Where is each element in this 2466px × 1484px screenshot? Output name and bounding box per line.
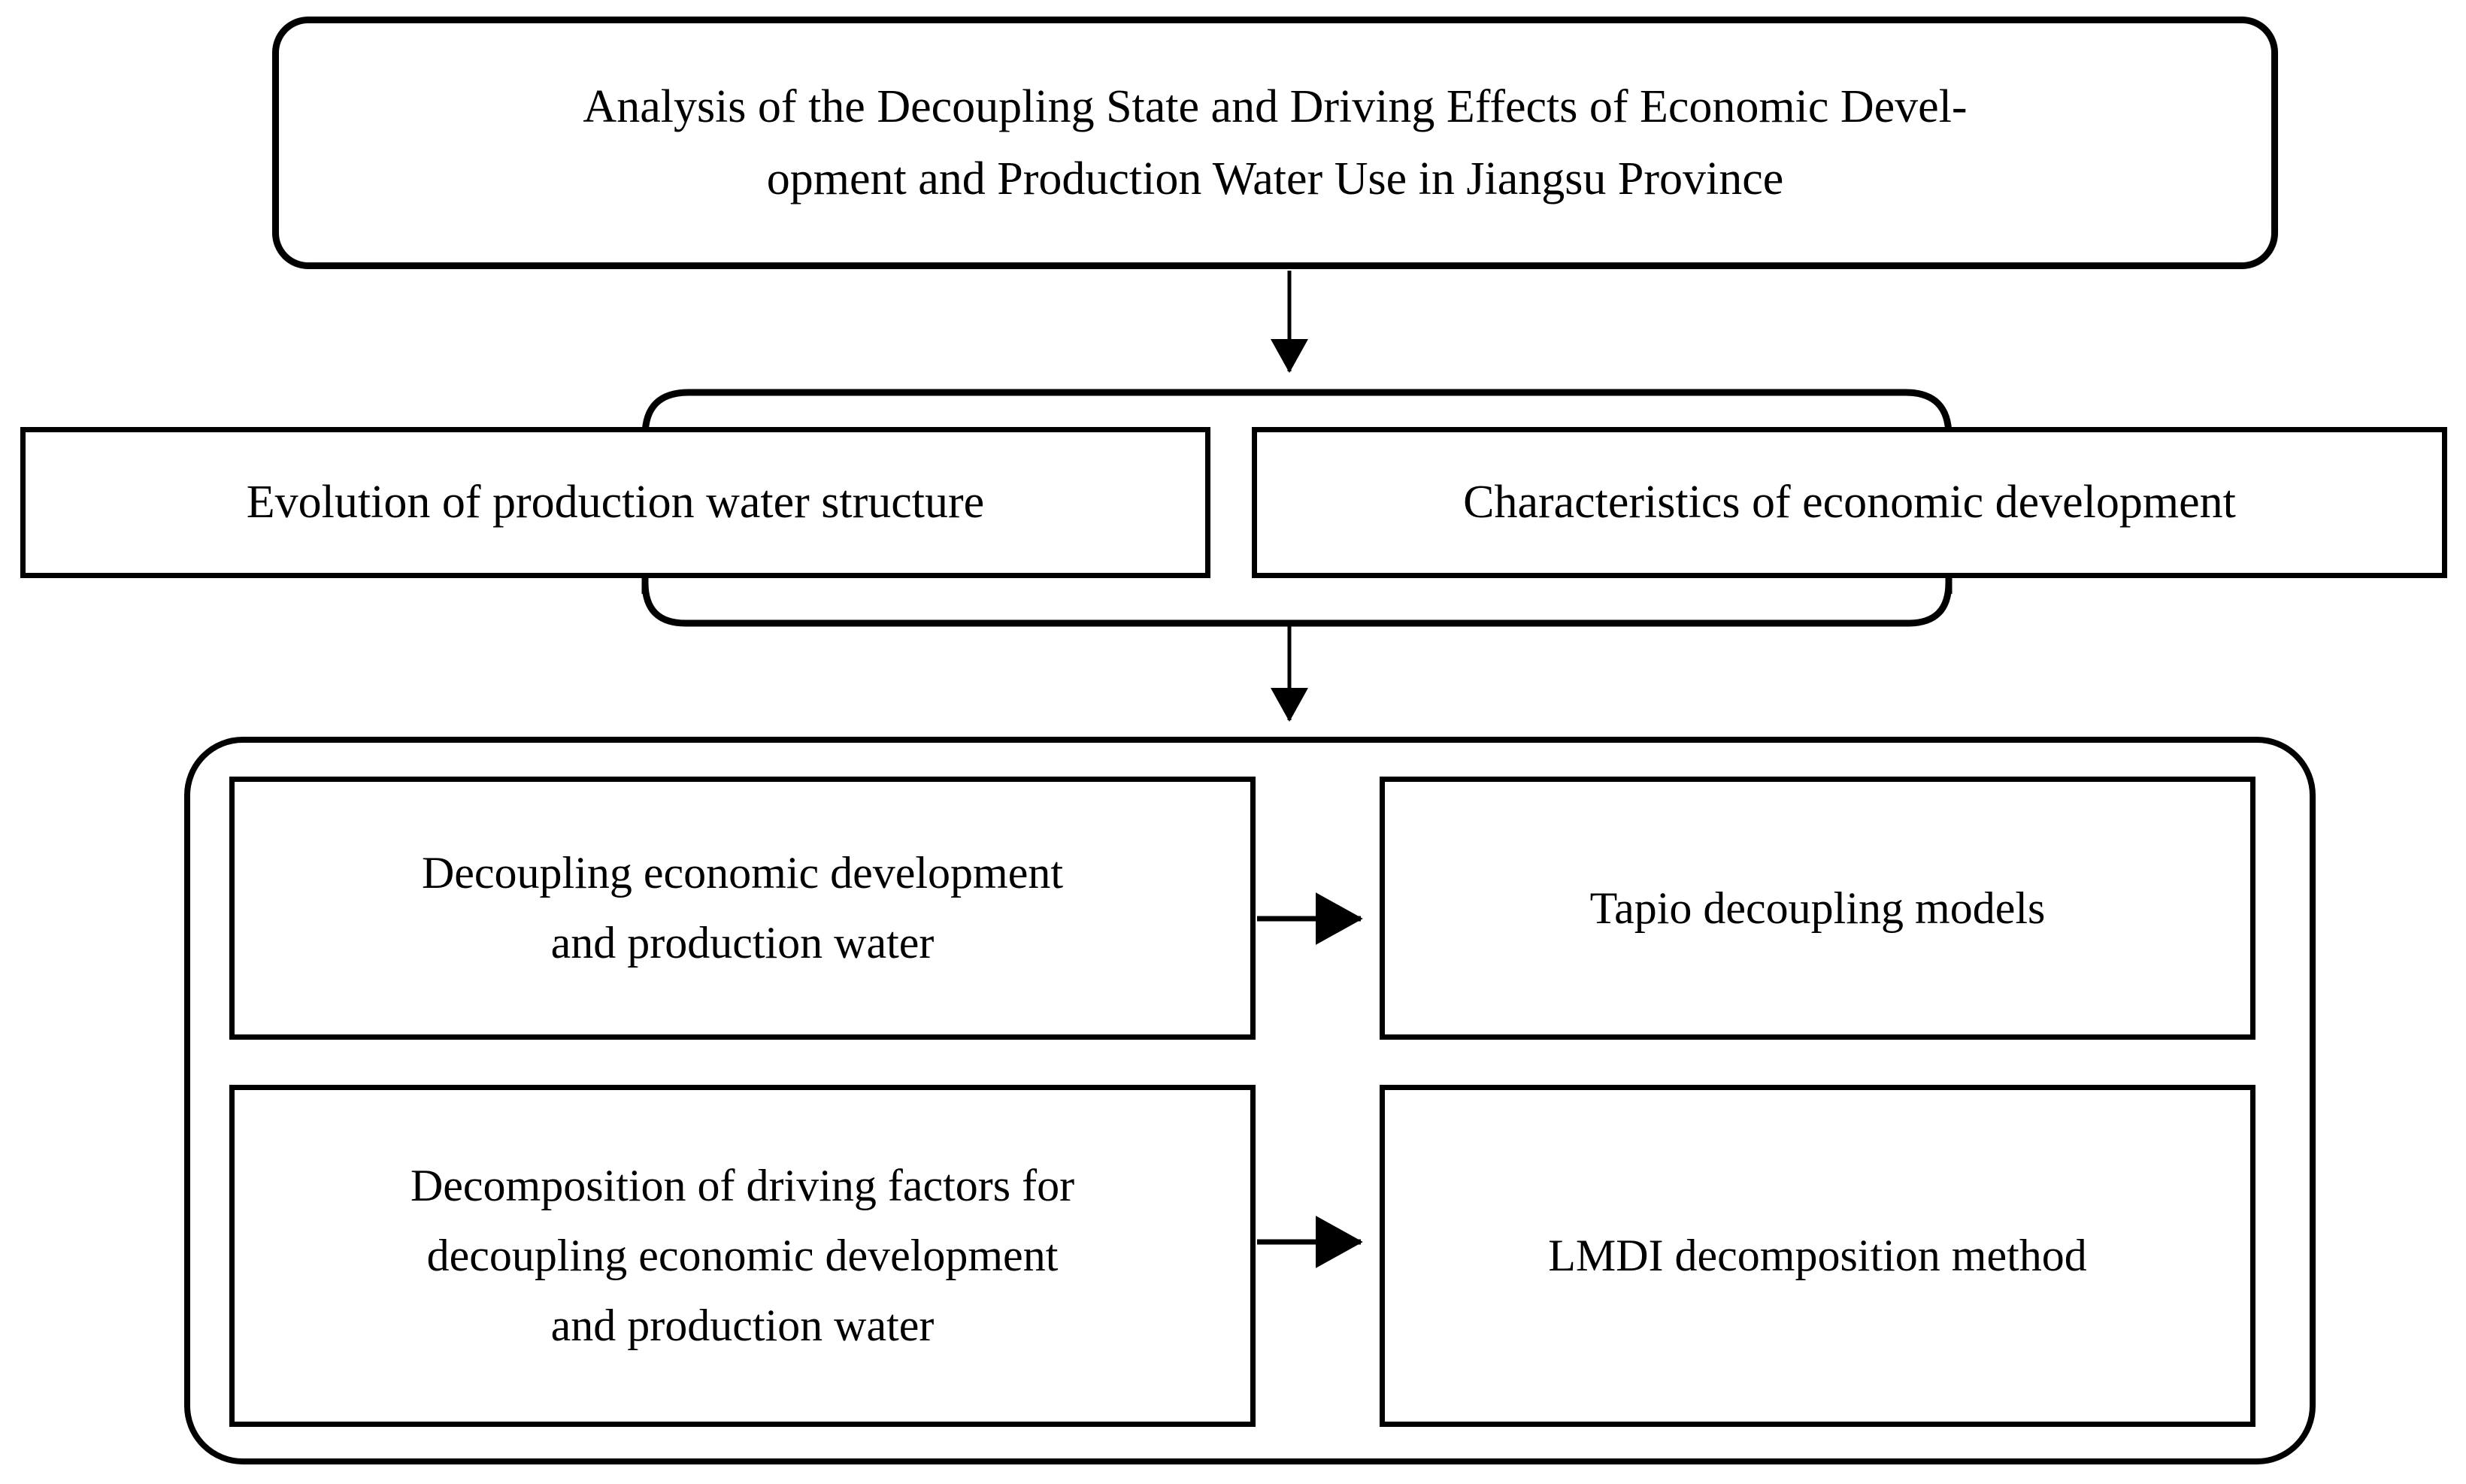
node-label-lmdi: LMDI decomposition method	[1548, 1231, 2087, 1280]
node-label-economic-characteristics: Characteristics of economic development	[1463, 477, 2236, 528]
node-decoupling-economic-development-and-production-water: Decoupling economic development and prod…	[229, 777, 1256, 1040]
node-label-water-structure: Evolution of production water structure	[246, 477, 985, 528]
node-label-tapio: Tapio decoupling models	[1589, 883, 2046, 933]
node-decomposition-of-driving-factors: Decomposition of driving factors for dec…	[229, 1085, 1256, 1427]
title-node: Analysis of the Decoupling State and Dri…	[272, 17, 2278, 269]
node-evolution-of-production-water-structure: Evolution of production water structure	[20, 427, 1210, 578]
title-text: Analysis of the Decoupling State and Dri…	[583, 80, 1968, 204]
node-lmdi-decomposition-method: LMDI decomposition method	[1380, 1085, 2255, 1427]
node-label-decoupling-topic: Decoupling economic development and prod…	[421, 848, 1064, 968]
node-tapio-decoupling-models: Tapio decoupling models	[1380, 777, 2255, 1040]
node-characteristics-of-economic-development: Characteristics of economic development	[1252, 427, 2447, 578]
node-label-decomposition-topic: Decomposition of driving factors for dec…	[410, 1161, 1075, 1350]
